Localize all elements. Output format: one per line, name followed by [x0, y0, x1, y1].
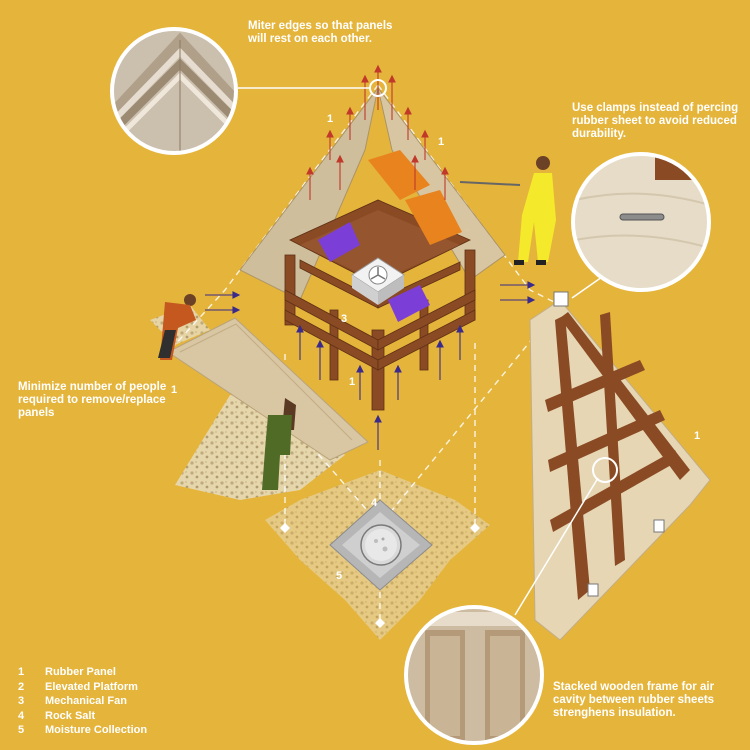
rubber-panel-right: [529, 299, 711, 641]
callout-platform: 3: [341, 313, 348, 325]
person-worker-left: [158, 294, 196, 360]
person-worker-front: [262, 398, 296, 490]
annotation-miter-edges: Miter edges so that panels will rest on …: [248, 20, 393, 45]
annotation-stacked-frame: Stacked wooden frame for air cavity betw…: [553, 681, 715, 719]
detail-miter-edges: [110, 27, 387, 155]
detail-stacked-frame: [404, 457, 618, 745]
rock-salt-base: [329, 499, 433, 591]
annotation-minimize-people: Minimize number of people required to re…: [18, 381, 167, 419]
callout-right-panel: 1: [694, 430, 701, 442]
detail-clamps: [571, 152, 711, 292]
callout-roof-left: 1: [327, 113, 334, 125]
callout-rock-salt: 4: [371, 497, 378, 509]
callout-moisture: 5: [336, 570, 343, 582]
callout-roof-right: 1: [438, 136, 445, 148]
salt-tray-purple-right: [388, 285, 430, 322]
callout-center: 1: [349, 376, 356, 388]
person-worker-right: [459, 156, 556, 265]
wooden-frame: [284, 199, 476, 411]
salt-tray-orange-right: [405, 190, 462, 245]
callout-left-panel: 1: [171, 384, 178, 396]
moisture-points: [280, 523, 480, 628]
airflow-arrows-warm: [306, 64, 449, 200]
airflow-arrows-cool: [205, 281, 536, 450]
annotation-clamps: Use clamps instead of percing rubber she…: [572, 102, 739, 140]
salt-tray-purple-left: [318, 222, 360, 262]
mechanical-fan: [351, 257, 405, 305]
